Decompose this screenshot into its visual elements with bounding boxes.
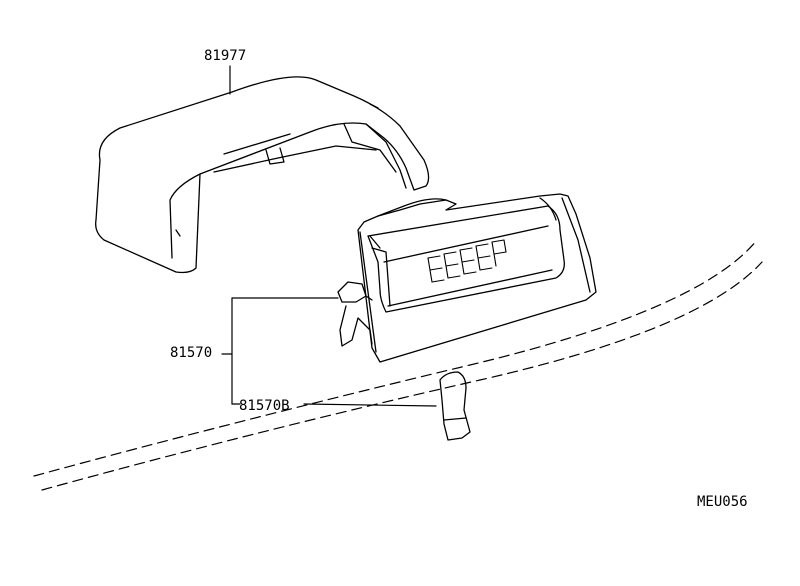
- body-line-dashed: [33, 239, 763, 491]
- part-label-lamp-assembly: 81570: [170, 345, 213, 361]
- drawing-code: MEU056: [697, 494, 748, 510]
- lamp-assembly-part: [337, 193, 597, 363]
- lamp-cell-grid: [427, 239, 507, 283]
- part-label-bulb: 81570B: [239, 398, 290, 414]
- part-label-cover: 81977: [204, 48, 247, 64]
- bulb-part: [439, 371, 471, 441]
- leader-lines: [221, 65, 437, 407]
- cover-part: [95, 76, 430, 274]
